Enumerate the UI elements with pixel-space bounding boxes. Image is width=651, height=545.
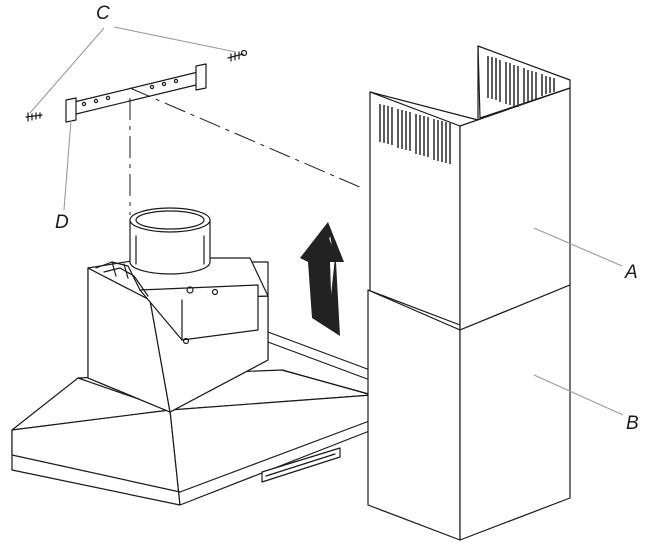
- leader-line-d: [63, 119, 72, 211]
- alignment-dash-line: [129, 87, 363, 189]
- callout-label-a: A: [625, 262, 638, 283]
- vent-slots-front: [379, 104, 451, 164]
- direction-arrow-icon: [300, 222, 344, 336]
- screw-c-left: [25, 112, 43, 122]
- mounting-bracket: [65, 63, 207, 123]
- leader-line-b: [533, 374, 624, 416]
- leader-line-a: [533, 227, 623, 267]
- exhaust-collar: [129, 207, 211, 275]
- callout-label-c: C: [96, 3, 110, 24]
- motor-housing: [87, 257, 269, 413]
- leader-line-c-right: [113, 26, 237, 53]
- callout-label-d: D: [55, 212, 69, 233]
- screw-c-right: [227, 49, 248, 62]
- chimney-lower-b: [367, 284, 571, 541]
- wall-edge-line: [267, 331, 371, 371]
- chimney-upper-a: [369, 45, 571, 331]
- callout-label-b: B: [626, 413, 639, 434]
- vent-slots-back: [487, 56, 555, 107]
- leader-line-c-left: [29, 27, 105, 114]
